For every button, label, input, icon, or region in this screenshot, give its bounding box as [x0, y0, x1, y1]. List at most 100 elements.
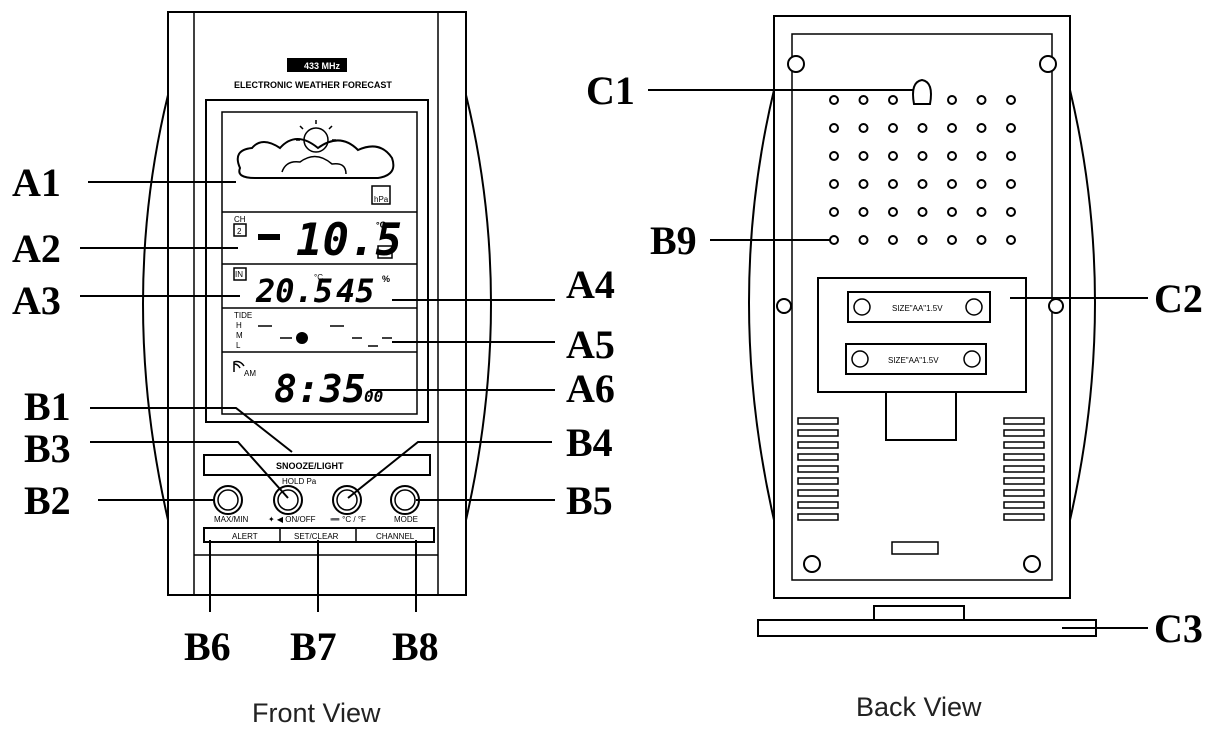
callout-c2: C2	[1154, 276, 1203, 321]
grille-slot	[797, 501, 839, 509]
vent-hole	[947, 207, 957, 217]
screw-top-right	[1039, 55, 1057, 73]
forecast-icon	[236, 120, 395, 179]
screw-bottom-right	[1023, 555, 1041, 573]
vent-hole	[976, 151, 987, 161]
vent-hole	[888, 95, 898, 105]
screw-top-left	[787, 55, 805, 73]
tide-label: TIDE	[234, 311, 252, 320]
vent-hole	[858, 179, 869, 189]
grille-slot	[1003, 489, 1045, 497]
outdoor-temp-unit: °C	[376, 220, 387, 230]
callout-b2: B2	[24, 478, 71, 523]
vent-hole	[888, 235, 898, 245]
vent-hole	[976, 235, 987, 245]
channel-label: CH	[234, 215, 246, 224]
wall-hanger-keyhole	[912, 78, 932, 105]
indoor-label: IN	[235, 270, 243, 279]
back-view-caption: Back View	[856, 692, 982, 722]
unit-toggle-button[interactable]	[332, 485, 362, 515]
vent-hole	[829, 179, 839, 189]
back-side-curve-left	[748, 89, 775, 521]
callout-c3: C3	[1154, 606, 1203, 651]
screw-mid-right	[1048, 298, 1064, 314]
callout-a2: A2	[12, 226, 61, 271]
channel-button[interactable]: CHANNEL	[376, 532, 415, 541]
side-grilles	[797, 417, 1045, 521]
tide-graph	[258, 325, 392, 347]
device-title: ELECTRONIC WEATHER FORECAST	[234, 80, 392, 90]
callout-a3: A3	[12, 278, 61, 323]
vent-hole	[917, 151, 928, 161]
on-off-button[interactable]	[273, 485, 303, 515]
callout-b3: B3	[24, 426, 71, 471]
battery-door-tab[interactable]	[885, 391, 957, 441]
cloud-icon	[236, 138, 395, 179]
pressure-icon	[371, 185, 391, 205]
vent-hole	[947, 95, 957, 105]
on-off-label: ✦ ◀ ON/OFF	[268, 515, 316, 524]
vent-hole	[829, 95, 839, 105]
front-view-caption: Front View	[252, 698, 381, 728]
stand-foot	[757, 619, 1097, 637]
clock-time: 8:35	[274, 367, 366, 411]
unit-toggle-label: ➖ °C / °F	[330, 515, 366, 524]
pressure-unit: hPa	[374, 195, 389, 204]
tide-level-m: M	[236, 331, 243, 340]
radio-signal-icon	[233, 360, 245, 372]
vent-hole	[976, 207, 987, 217]
rf-badge-label: 433 MHz	[304, 61, 341, 71]
vent-hole	[829, 151, 839, 161]
grille-slot	[797, 465, 839, 473]
ampm-label: AM	[244, 369, 256, 378]
vent-hole	[888, 179, 898, 189]
tide-level-h: H	[236, 321, 242, 330]
vent-hole	[829, 123, 839, 133]
vent-hole	[917, 179, 928, 189]
grille-slot	[1003, 441, 1045, 449]
grille-slot	[1003, 477, 1045, 485]
grille-slot	[797, 477, 839, 485]
set-clear-button[interactable]: SET/CLEAR	[294, 532, 339, 541]
clock-seconds: 00	[364, 387, 383, 406]
vent-hole	[829, 207, 839, 217]
vent-hole	[947, 235, 957, 245]
grille-slot	[1003, 453, 1045, 461]
front-view: 433 MHz ELECTRONIC WEATHER FORECAST hPa …	[12, 11, 615, 728]
vent-hole	[858, 207, 869, 217]
vent-hole	[1006, 235, 1016, 245]
front-side-curve-left	[142, 94, 169, 521]
grille-slot	[1003, 501, 1045, 509]
snooze-light-label: SNOOZE/LIGHT	[276, 461, 344, 471]
tide-level-l: L	[236, 341, 241, 350]
callout-b8: B8	[392, 624, 439, 669]
humidity-unit: %	[382, 274, 390, 284]
vent-hole	[976, 95, 987, 105]
screw-bottom-left	[803, 555, 821, 573]
snooze-light-button[interactable]	[203, 454, 431, 476]
callout-b7: B7	[290, 624, 337, 669]
vent-hole	[917, 123, 928, 133]
vent-hole	[1006, 207, 1016, 217]
moon-icon	[296, 332, 308, 344]
indoor-temp: 20.5	[255, 272, 333, 310]
battery-2	[845, 343, 987, 375]
vent-hole	[888, 151, 898, 161]
lcd-frame	[205, 99, 429, 423]
grille-slot	[797, 441, 839, 449]
grille-slot	[797, 417, 839, 425]
vent-hole	[888, 123, 898, 133]
callout-a1: A1	[12, 160, 61, 205]
sun-icon	[303, 127, 329, 153]
vent-hole	[1006, 95, 1016, 105]
vent-hole	[1006, 151, 1016, 161]
callout-a4: A4	[566, 262, 615, 307]
vent-hole	[947, 151, 957, 161]
callout-b6: B6	[184, 624, 231, 669]
alert-button[interactable]: ALERT	[232, 532, 258, 541]
vent-hole	[1006, 179, 1016, 189]
vent-hole	[1006, 123, 1016, 133]
channel-value: 2	[237, 227, 242, 236]
back-body-outline	[773, 15, 1071, 599]
